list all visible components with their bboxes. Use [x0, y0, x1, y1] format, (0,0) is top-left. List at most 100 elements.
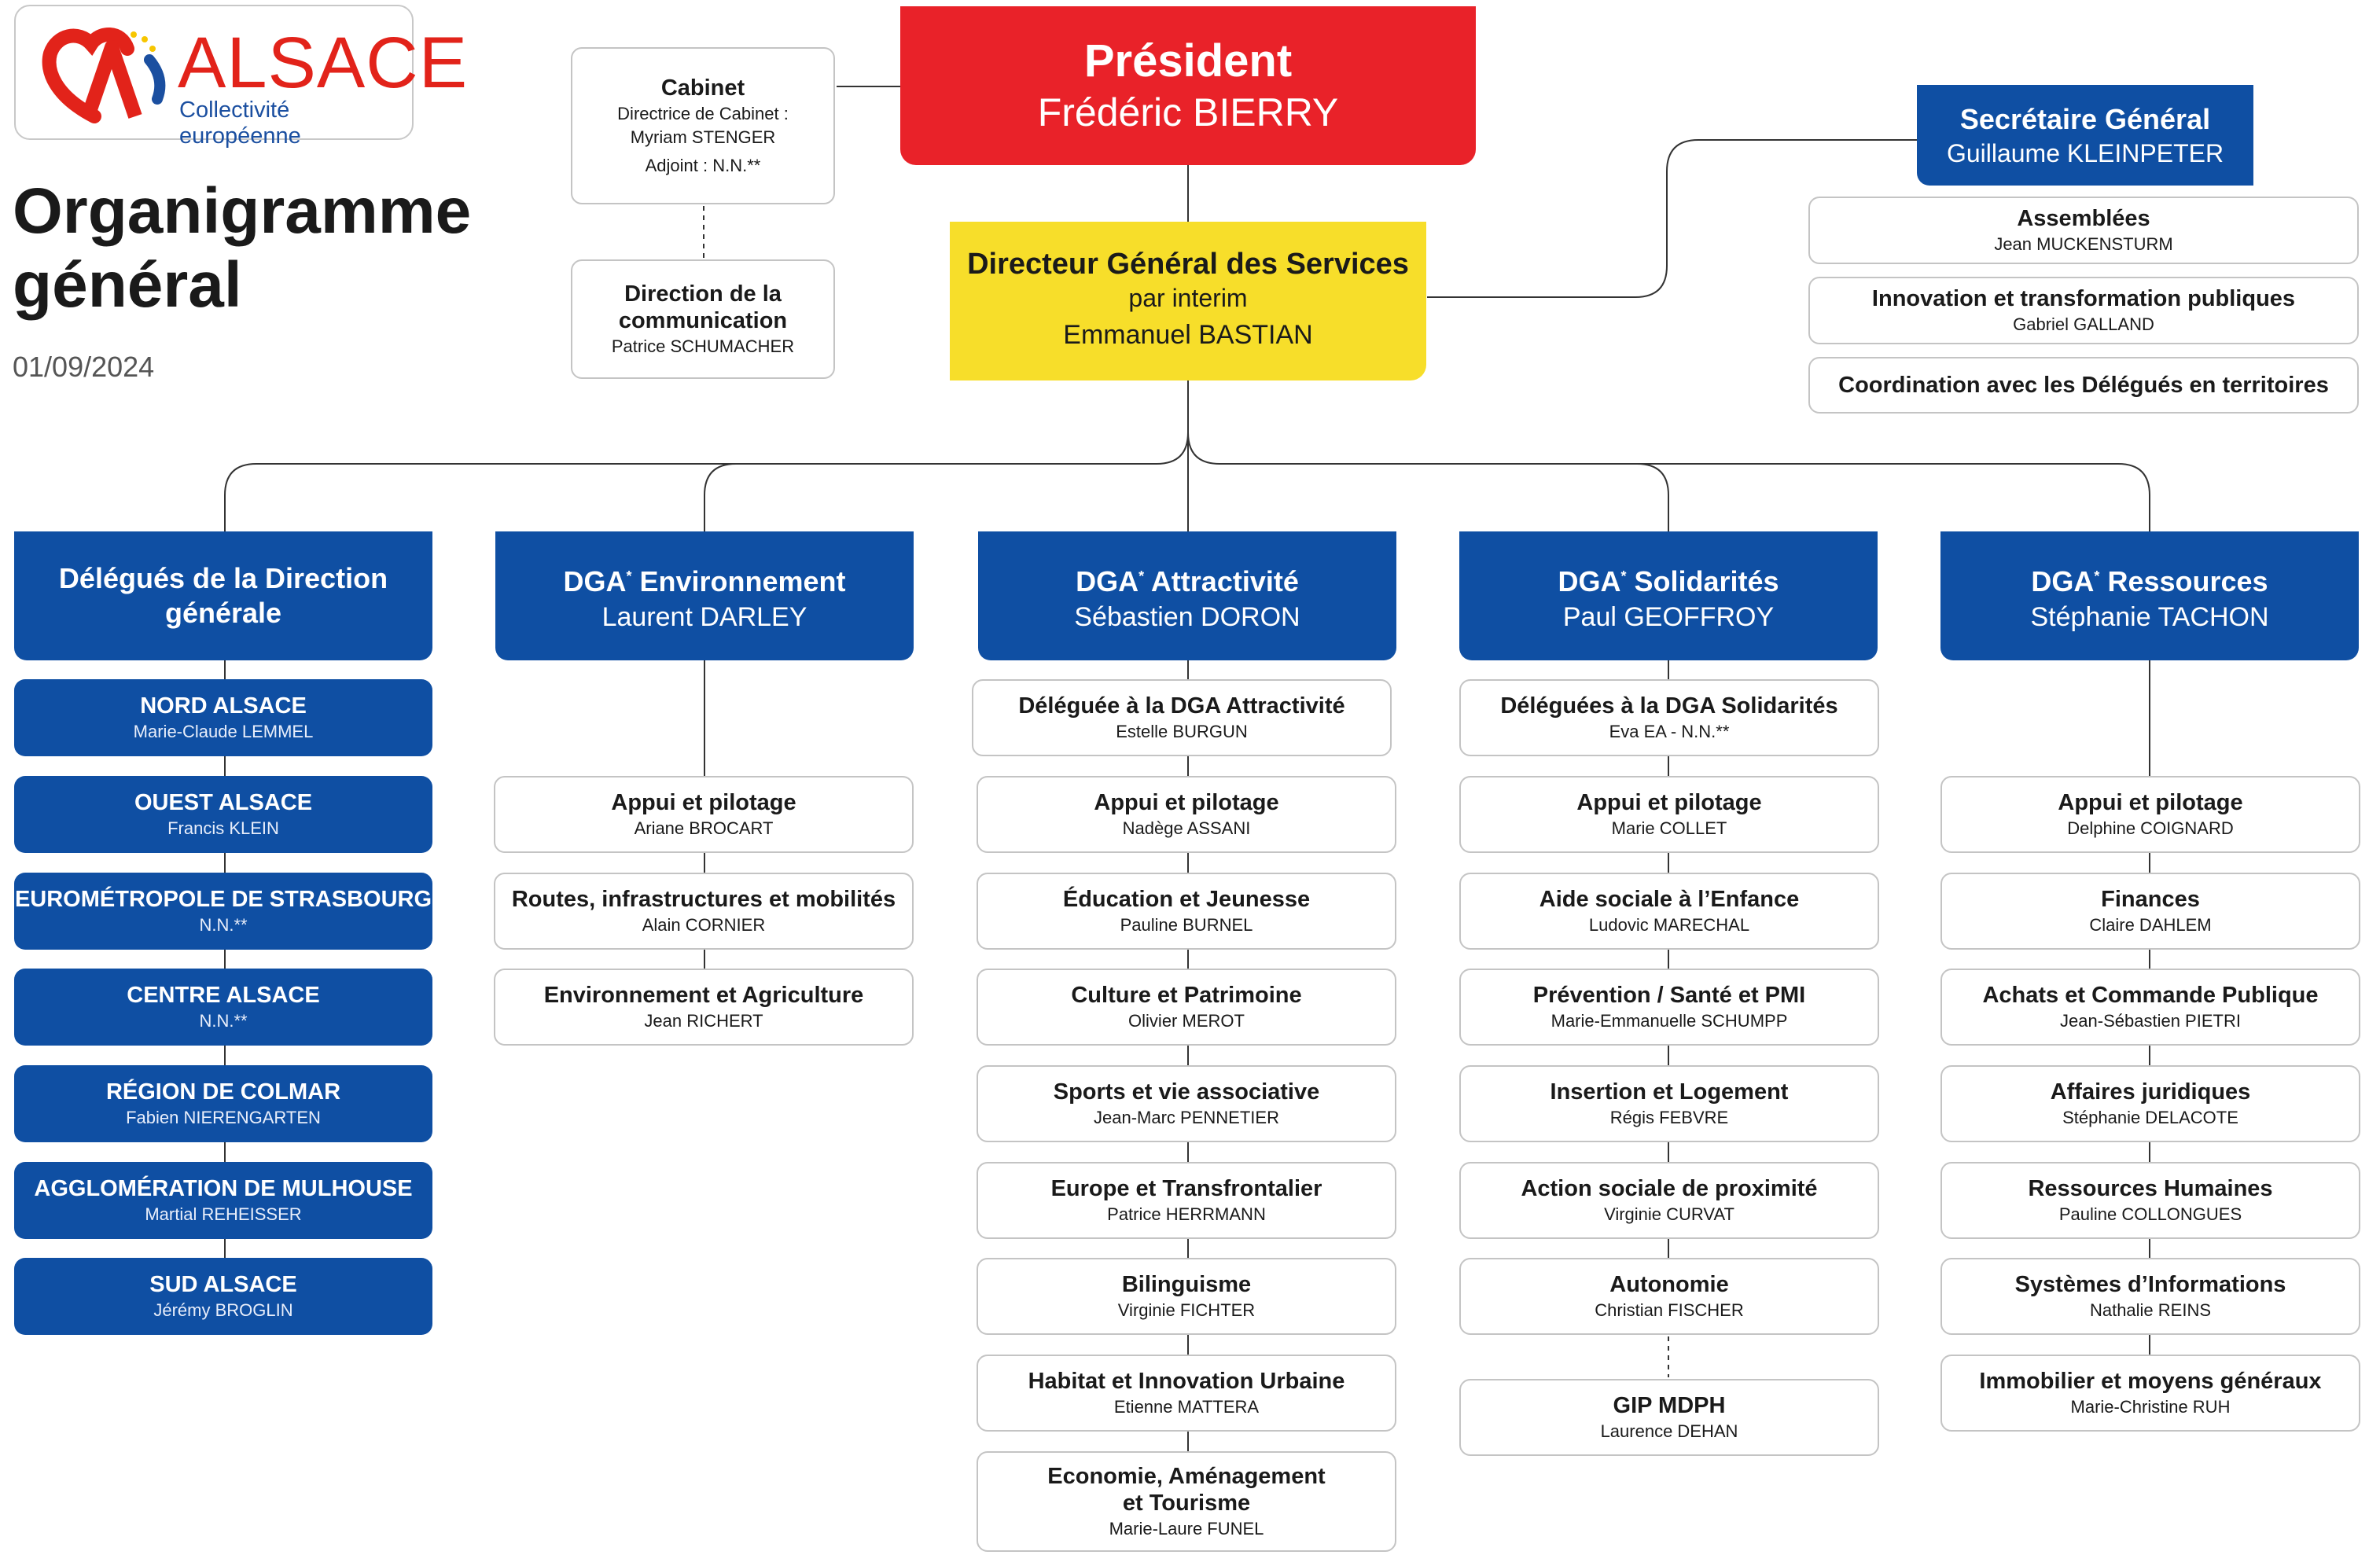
- delegue-box: EUROMÉTROPOLE DE STRASBOURG N.N.**: [14, 873, 432, 950]
- person-name: Ariane BROCART: [634, 818, 774, 838]
- person-name: Olivier MEROT: [1128, 1011, 1245, 1031]
- person-name: Jean-Marc PENNETIER: [1094, 1108, 1279, 1127]
- person-name: Martial REHEISSER: [145, 1204, 302, 1224]
- page-date: 01/09/2024: [13, 351, 155, 383]
- box-title: Coordination avec les Délégués en territ…: [1838, 373, 2329, 398]
- box-title: Assemblées: [2017, 206, 2150, 231]
- page-title: Organigramme général: [13, 175, 472, 321]
- dgs-title: Directeur Général des Services: [967, 248, 1409, 281]
- connector-dgs-secretaire: [1427, 139, 1917, 298]
- box-title: Affaires juridiques: [2050, 1079, 2251, 1105]
- dgs-subtitle: par interim: [1128, 284, 1248, 312]
- person-name: Claire DAHLEM: [2089, 915, 2212, 935]
- president-box: Président Frédéric BIERRY: [900, 6, 1476, 165]
- box-title: Immobilier et moyens généraux: [1979, 1369, 2322, 1394]
- person-name: Alain CORNIER: [642, 915, 766, 935]
- person-name: N.N.**: [199, 915, 248, 935]
- box-title: Insertion et Logement: [1550, 1079, 1789, 1105]
- person-name: Eva EA - N.N.**: [1609, 722, 1730, 741]
- person-name: Ludovic MARECHAL: [1588, 915, 1750, 935]
- box-title: *: [626, 568, 632, 584]
- connector-branch-sol: [1636, 463, 1669, 531]
- column-header-delegues: Délégués de la Direction générale: [14, 531, 432, 660]
- box-title: GIP MDPH: [1613, 1393, 1726, 1418]
- box-title: Éducation et Jeunesse: [1062, 887, 1311, 912]
- person-name: Laurence DEHAN: [1600, 1421, 1738, 1441]
- cabinet-box: Cabinet Directrice de Cabinet : Myriam S…: [571, 47, 835, 204]
- secretaire-item: Coordination avec les Délégués en territ…: [1808, 357, 2359, 414]
- box-title: SUD ALSACE: [149, 1272, 297, 1297]
- box-title: DGA: [2031, 564, 2095, 597]
- person-name: N.N.**: [199, 1011, 248, 1031]
- dgs-box: Directeur Général des Services par inter…: [950, 222, 1426, 380]
- person-name: Christian FISCHER: [1595, 1300, 1744, 1320]
- box-title: Prévention / Santé et PMI: [1532, 983, 1806, 1008]
- person-name: Marie-Laure FUNEL: [1109, 1519, 1264, 1538]
- box-title: DGA* Solidarités: [1558, 559, 1779, 599]
- person-name: Stéphanie TACHON: [2030, 601, 2269, 632]
- delegue-box: CENTRE ALSACE N.N.**: [14, 969, 432, 1046]
- box-title: Déléguée à la DGA Attractivité: [1018, 693, 1345, 719]
- column-header-solidarites: DGA* Solidarités Paul GEOFFROY: [1459, 531, 1878, 660]
- box-title: *: [1139, 568, 1145, 584]
- delegue-box: OUEST ALSACE Francis KLEIN: [14, 776, 432, 853]
- person-name: Paul GEOFFROY: [1562, 601, 1775, 632]
- box-title: Routes, infrastructures et mobilités: [511, 887, 896, 912]
- box-title: Achats et Commande Publique: [1982, 983, 2319, 1008]
- person-name: Francis KLEIN: [167, 818, 279, 838]
- box-title: EUROMÉTROPOLE DE STRASBOURG: [14, 887, 432, 912]
- communication-box: Direction de la communication Patrice SC…: [571, 259, 835, 379]
- person-name: Laurent DARLEY: [601, 601, 807, 632]
- box-title: Finances: [2101, 887, 2200, 912]
- person-name: Marie COLLET: [1611, 818, 1727, 838]
- secretaire-item: Innovation et transformation publiques G…: [1808, 277, 2359, 344]
- cabinet-adjoint: Adjoint : N.N.**: [645, 156, 761, 175]
- communication-title: Direction de la communication: [618, 281, 788, 333]
- box-title: Attractivité: [1150, 564, 1299, 597]
- secretaire-name: Guillaume KLEINPETER: [1946, 139, 2224, 167]
- box-title: Economie, Aménagement et Tourisme: [1047, 1464, 1326, 1516]
- box-title: Bilinguisme: [1121, 1272, 1252, 1297]
- person-name: Estelle BURGUN: [1116, 722, 1248, 741]
- person-name: Delphine COIGNARD: [2067, 818, 2234, 838]
- box-title: DGA: [1558, 564, 1621, 597]
- box-title: OUEST ALSACE: [134, 790, 313, 815]
- connector-branch-left: [224, 380, 1189, 531]
- person-name: Virginie FICHTER: [1117, 1300, 1256, 1320]
- box-title: Habitat et Innovation Urbaine: [1028, 1369, 1345, 1394]
- box-title: Action sociale de proximité: [1521, 1176, 1818, 1201]
- box-title: Europe et Transfrontalier: [1050, 1176, 1322, 1201]
- box-title: Aide sociale à l’Enfance: [1539, 887, 1800, 912]
- box-title: DGA: [563, 564, 627, 597]
- box-title: CENTRE ALSACE: [127, 983, 320, 1008]
- person-name: Gabriel GALLAND: [2013, 314, 2154, 334]
- connector-branch-right: [1187, 432, 2150, 531]
- box-title: Appui et pilotage: [611, 790, 796, 815]
- person-name: Pauline BURNEL: [1120, 915, 1253, 935]
- person-name: Jean-Sébastien PIETRI: [2060, 1011, 2241, 1031]
- column-header-environnement: DGA* Environnement Laurent DARLEY: [495, 531, 914, 660]
- dgs-name: Emmanuel BASTIAN: [1063, 320, 1313, 350]
- person-name: Régis FEBVRE: [1609, 1108, 1729, 1127]
- person-name: Virginie CURVAT: [1604, 1204, 1734, 1224]
- box-title: *: [2094, 568, 2100, 584]
